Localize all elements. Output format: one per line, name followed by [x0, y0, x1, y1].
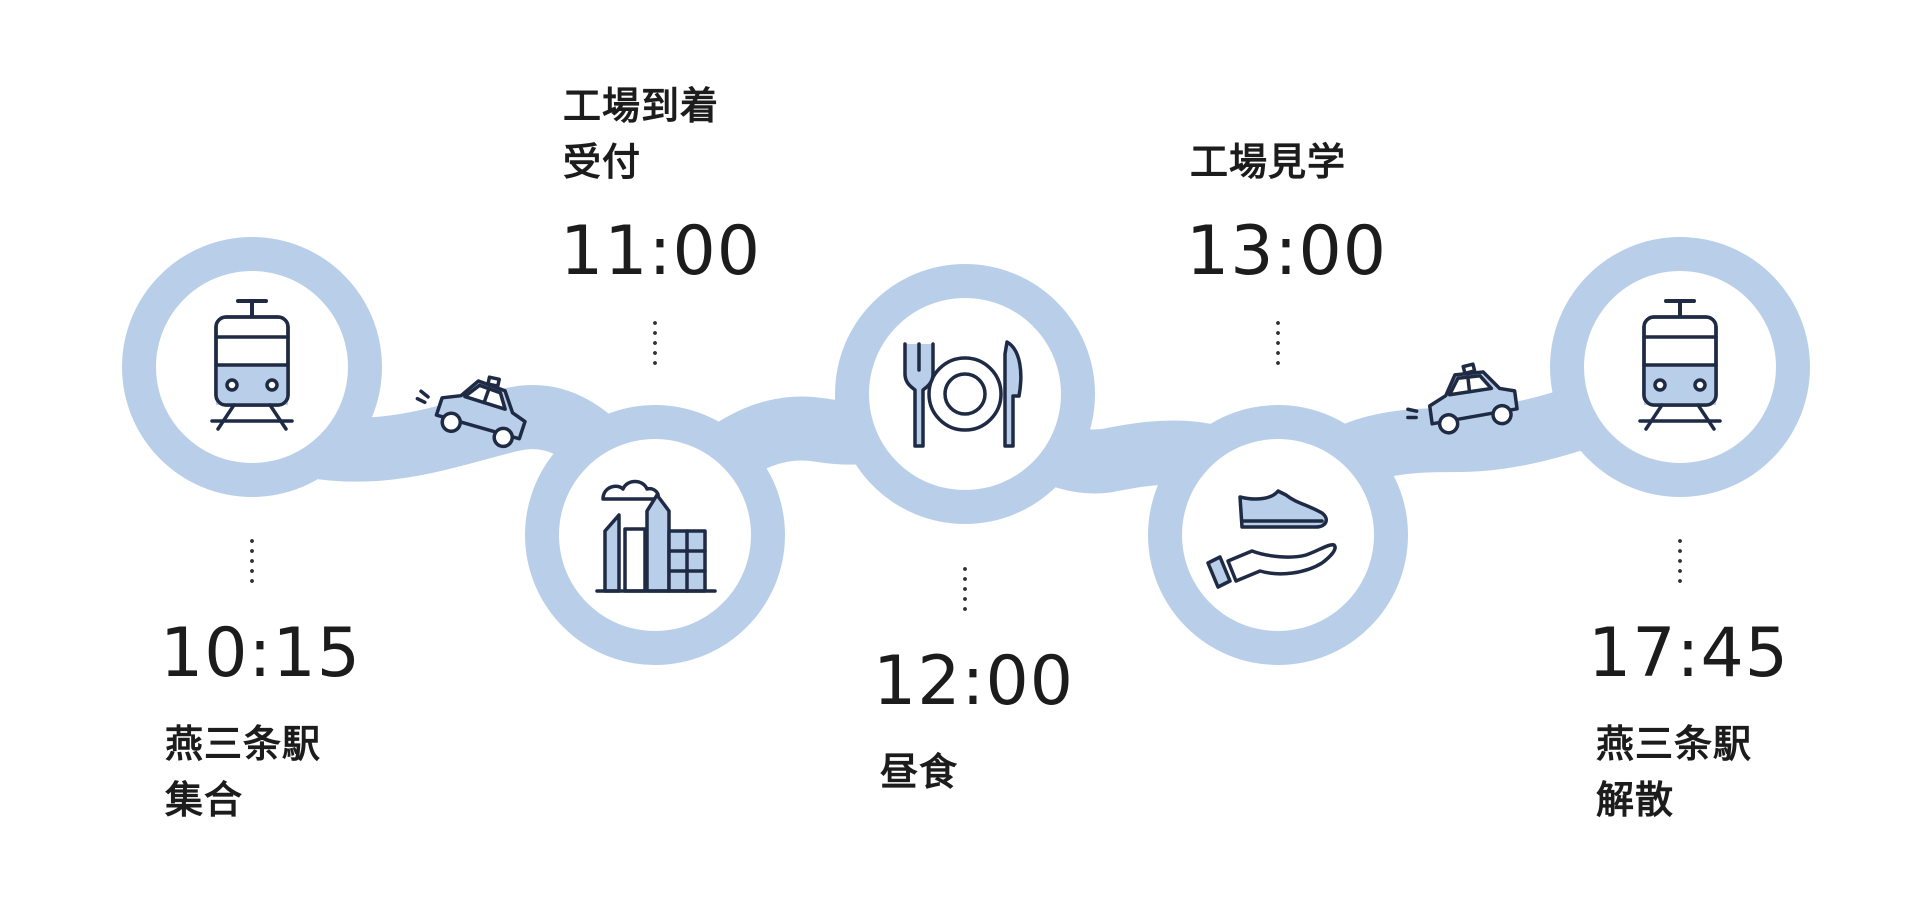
shoe-hand-icon	[1206, 489, 1337, 589]
step-label-line: 燕三条駅	[1596, 722, 1753, 766]
step-label-line: 工場見学	[1190, 140, 1347, 184]
step-label-line: 工場到着	[563, 84, 720, 128]
node-4-inner	[1182, 439, 1374, 631]
step-label-line: 解散	[1596, 778, 1675, 822]
step-time: 17:45	[1588, 614, 1789, 693]
step-label: 工場到着 受付	[563, 78, 719, 190]
step-label-line: 昼食	[880, 750, 959, 794]
step-label-line: 受付	[563, 140, 642, 184]
plate-fork-knife-icon	[903, 340, 1023, 448]
connector-dots	[1276, 318, 1280, 370]
step-time: 12:00	[873, 642, 1074, 721]
step-label: 昼食	[880, 744, 958, 800]
connector-dots	[250, 536, 254, 588]
factory-buildings-icon	[595, 479, 717, 593]
connector-dots	[653, 318, 657, 370]
connector-dots	[963, 564, 967, 616]
step-label-line: 燕三条駅	[165, 722, 322, 766]
step-time: 11:00	[560, 212, 761, 291]
step-label: 工場見学	[1190, 134, 1346, 190]
step-label: 燕三条駅 解散	[1596, 716, 1752, 828]
step-time: 10:15	[160, 614, 361, 693]
connector-dots	[1678, 536, 1682, 588]
step-label: 燕三条駅 集合	[165, 716, 321, 828]
step-time: 13:00	[1186, 212, 1387, 291]
step-label-line: 集合	[165, 778, 244, 822]
